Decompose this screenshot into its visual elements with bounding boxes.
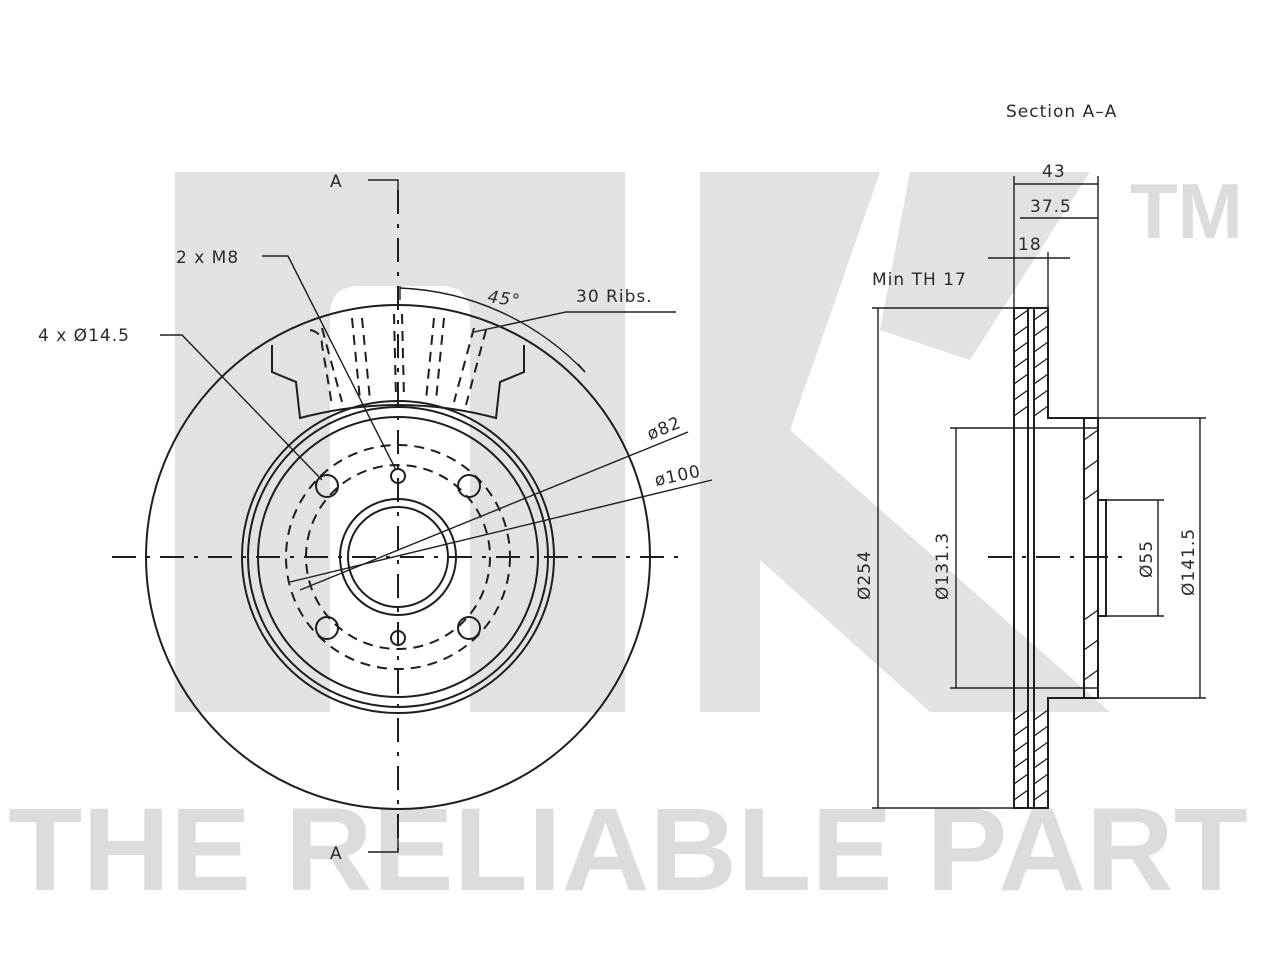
bolt-hole xyxy=(315,474,339,498)
disc-thickness-label: 18 xyxy=(1018,235,1042,255)
bolt-holes-label: 4 x Ø14.5 xyxy=(38,326,130,346)
hat-outer-diameter-label: Ø141.5 xyxy=(1179,528,1199,596)
cooling-ribs xyxy=(309,313,487,406)
bolt-hole xyxy=(457,474,481,498)
thread-holes-label: 2 x M8 xyxy=(176,248,239,268)
slogan-watermark: THE RELIABLE PART xyxy=(8,784,1248,916)
rib-angle-arc xyxy=(399,287,586,373)
center-bore-label: Ø55 xyxy=(1137,540,1157,578)
thread-holes-leader xyxy=(262,255,397,471)
section-title: Section A–A xyxy=(1006,102,1117,122)
overall-height-label: 43 xyxy=(1042,162,1066,182)
bolt-hole xyxy=(315,616,339,640)
hat-height-label: 37.5 xyxy=(1030,197,1072,217)
hat-inner-diameter-label: Ø131.3 xyxy=(933,532,953,600)
ribs-label: 30 Ribs. xyxy=(576,287,653,307)
section-arrow-top xyxy=(368,179,399,196)
bolt-holes-leader xyxy=(160,334,323,481)
min-thickness-label: Min TH 17 xyxy=(872,270,967,290)
spigot-label: ø100 xyxy=(653,462,703,491)
front-view: A A 45° 2 x M8 4 x Ø14.5 30 Ribs. ø82 ø1… xyxy=(38,172,713,864)
section-hatching xyxy=(1013,309,1099,801)
pcd-label: ø82 xyxy=(644,413,684,445)
rib-angle-label: 45° xyxy=(486,287,522,311)
bolt-hole xyxy=(457,616,481,640)
ribs-leader xyxy=(473,311,676,333)
outer-diameter-label: Ø254 xyxy=(855,550,875,600)
section-marker-top: A xyxy=(330,172,343,192)
trademark-mark: TM xyxy=(1130,167,1243,255)
section-view: Section A–A 43 37.5 18 Min TH 17 Ø254 xyxy=(855,102,1206,809)
section-marker-bottom: A xyxy=(330,844,343,864)
nk-logo-watermark: TM xyxy=(175,167,1243,712)
spigot-leader xyxy=(289,479,713,583)
section-arrow-bottom xyxy=(368,836,399,853)
